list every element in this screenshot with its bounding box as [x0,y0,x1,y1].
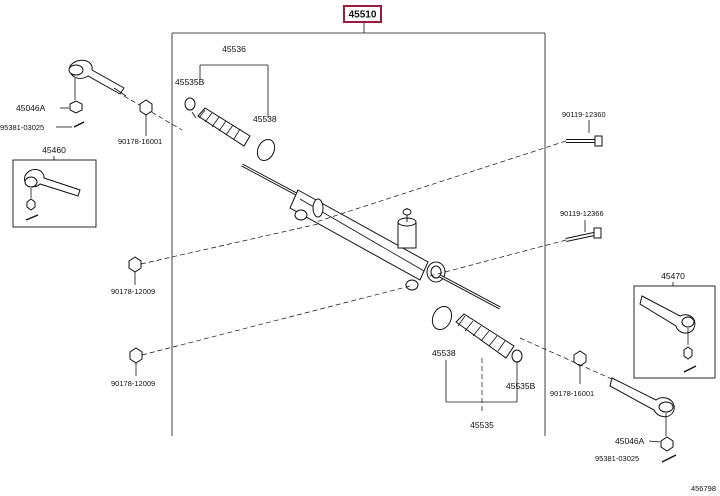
label-90178-16001-top[interactable]: 90178-16001 [118,137,162,146]
label-45046a-top[interactable]: 45046A [16,103,46,113]
tie-rod-end-top[interactable] [68,59,183,131]
label-45535b-top[interactable]: 45535B [175,77,205,87]
bolt-90119-12366[interactable]: 90119-12366 [429,209,604,277]
label-95381-top[interactable]: 95381-03025 [0,123,44,132]
drawing-reference: 456798 [691,484,716,493]
label-45536[interactable]: 45536 [222,44,246,54]
main-assembly-number[interactable]: 45510 [349,10,377,21]
large-clamp-bottom[interactable] [429,303,455,332]
nut-90178-12009-a[interactable]: 90178-12009 [111,223,319,296]
label-90178-16001-bottom[interactable]: 90178-16001 [550,389,594,398]
tie-rod-end-bottom[interactable] [519,337,675,436]
nut-90178-12009-b[interactable]: 90178-12009 [111,285,411,388]
label-45470[interactable]: 45470 [661,271,685,281]
nut-bottom-right[interactable]: 45046A [615,436,674,452]
label-45535[interactable]: 45535 [470,420,494,430]
steering-rack[interactable] [241,163,501,310]
nut-90178-16001-top[interactable]: 90178-16001 [118,99,162,146]
cotter-pin-top-left[interactable]: 95381-03025 [0,121,85,132]
label-95381-bottom[interactable]: 95381-03025 [595,454,639,463]
label-45535b-bottom[interactable]: 45535B [506,381,536,391]
label-90119-12366[interactable]: 90119-12366 [560,209,604,218]
bolt-90119-12360[interactable]: 90119-12360 [315,110,606,223]
label-45460[interactable]: 45460 [42,145,66,155]
boot-group-top[interactable]: 45536 45535B 45538 [175,44,278,163]
bellows-boot-bottom[interactable] [455,313,515,359]
small-clamp-top[interactable] [184,97,196,111]
large-clamp-top[interactable] [254,137,278,164]
inset-45460[interactable]: 45460 [12,145,97,228]
label-45046a-bottom[interactable]: 45046A [615,436,645,446]
nut-90178-16001-bottom[interactable]: 90178-16001 [550,350,594,398]
nut-top-left[interactable]: 45046A [16,78,83,114]
label-90178-12009-b[interactable]: 90178-12009 [111,379,155,388]
label-90119-12360[interactable]: 90119-12360 [562,110,606,119]
inset-45470[interactable]: 45470 [633,271,716,379]
small-clamp-bottom[interactable] [511,349,523,363]
main-assembly-callout[interactable]: 45510 [343,5,382,23]
label-45538-top[interactable]: 45538 [253,114,277,124]
cotter-pin-bottom-right[interactable]: 95381-03025 [595,454,677,463]
main-assembly-frame [171,22,546,436]
boot-group-bottom[interactable]: 45538 45535B 45535 [429,303,536,430]
label-90178-12009-a[interactable]: 90178-12009 [111,287,155,296]
bellows-boot-top[interactable] [191,107,251,147]
label-45538-bottom[interactable]: 45538 [432,348,456,358]
